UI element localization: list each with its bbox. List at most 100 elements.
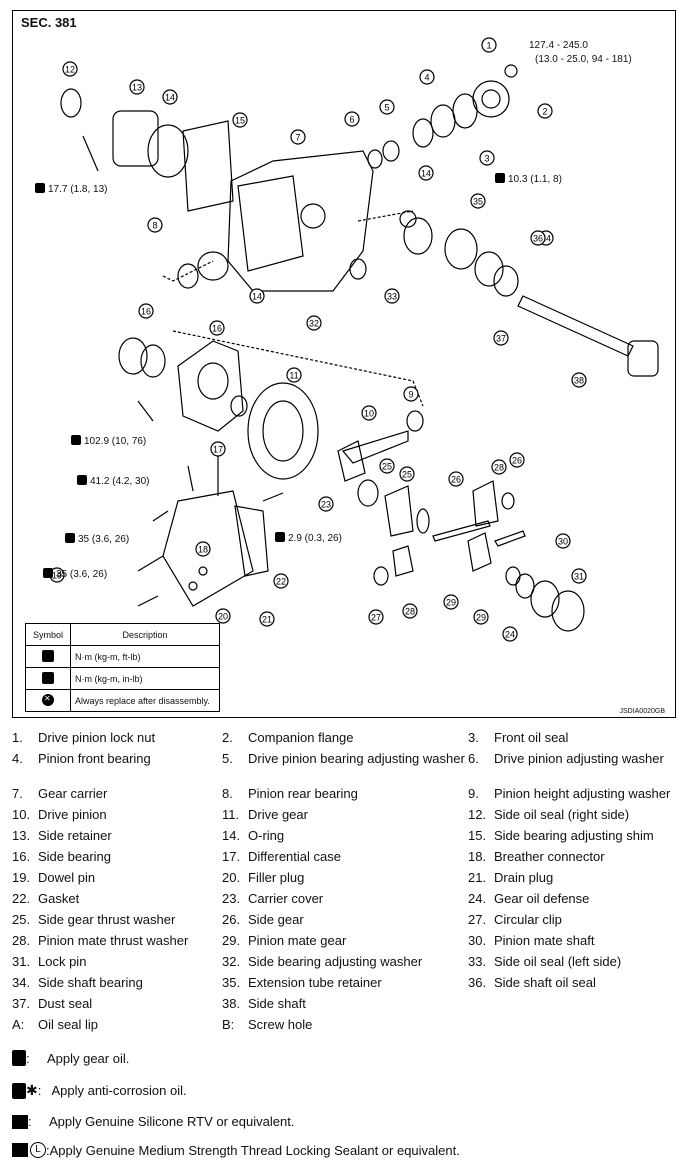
part-number: 4.: [12, 751, 23, 766]
callout-18: 18: [195, 541, 211, 557]
part-number: 29.: [222, 933, 241, 948]
part-entry: 25.Side gear thrust washer: [12, 912, 222, 933]
part-name: Pinion height adjusting washer: [494, 786, 671, 801]
part-number: 13.: [12, 828, 31, 843]
part-number: 28.: [12, 933, 31, 948]
callout-label: 14: [252, 292, 262, 302]
part-name: Side shaft bearing: [38, 975, 143, 990]
callout-label: 38: [574, 376, 584, 386]
part-entry: 9.Pinion height adjusting washer: [468, 786, 676, 807]
torque-spec-1-sub: (13.0 - 25.0, 94 - 181): [535, 54, 632, 65]
part-number: 3.: [468, 730, 479, 745]
callout-label: 9: [408, 390, 413, 400]
part-number: B:: [222, 1017, 235, 1032]
part-entry: 34. Side shaft bearing: [12, 975, 222, 996]
torque-icon: [35, 183, 45, 193]
torque-icon: [77, 475, 87, 485]
part-entry: 10.Drive pinion: [12, 807, 222, 828]
part-name: Oil seal lip: [38, 1017, 98, 1032]
part-entry: 7. Gear carrier: [12, 786, 222, 807]
part-name: Drive gear: [248, 807, 308, 822]
part-entry: 20.Filler plug: [222, 870, 468, 891]
callout-label: 28: [405, 607, 415, 617]
section-title: SEC. 381: [21, 15, 77, 30]
callout-label: 35: [473, 197, 483, 207]
part-name: Side shaft: [248, 996, 306, 1011]
part-number: 34.: [12, 975, 31, 990]
callout-35: 35: [470, 193, 486, 209]
note-anti-corrosion: ✱ : Apply anti-corrosion oil.: [12, 1082, 187, 1099]
callout-28: 28: [491, 459, 507, 475]
part-name: Pinion front bearing: [38, 751, 151, 766]
part-name: Side oil seal (right side): [494, 807, 630, 822]
callout-14: 14: [162, 89, 178, 105]
part-entry: 22.Gasket: [12, 891, 222, 912]
callout-label: 7: [295, 133, 300, 143]
part-entry: 28.Pinion mate thrust washer: [12, 933, 222, 954]
part-number: [468, 1017, 494, 1038]
callout-label: 25: [382, 462, 392, 472]
part-entry: 16.Side bearing: [12, 849, 222, 870]
part-entry: 37.Dust seal: [12, 996, 222, 1017]
star-icon: ✱: [26, 1082, 38, 1098]
part-number: 10.: [12, 807, 31, 822]
callout-label: 36: [533, 234, 543, 244]
part-entry: 12. Side oil seal (right side): [468, 807, 676, 828]
callout-36: 36: [530, 230, 546, 246]
part-entry: 17.Differential case: [222, 849, 468, 870]
note-silicone: : Apply Genuine Silicone RTV or equivale…: [12, 1114, 294, 1129]
part-entry: 13.Side retainer: [12, 828, 222, 849]
part-entry: 23.Carrier cover: [222, 891, 468, 912]
part-number: 7.: [12, 786, 23, 801]
callout-label: 29: [446, 598, 456, 608]
part-entry: 1.Drive pinion lock nut: [12, 730, 222, 751]
torque-spec-35: 10.3 (1.1, 8): [495, 173, 562, 185]
part-entry: 30.Pinion mate shaft: [468, 933, 676, 954]
callout-26: 26: [448, 471, 464, 487]
callout-25: 25: [399, 466, 415, 482]
legend-desc: N·m (kg-m, in-lb): [70, 667, 220, 690]
part-entry: 6.Drive pinion adjusting washer: [468, 751, 676, 786]
part-number: 32.: [222, 954, 241, 969]
part-entry: 38.Side shaft: [222, 996, 468, 1017]
part-name: O-ring: [248, 828, 285, 843]
part-entry: 4. Pinion front bearing: [12, 751, 222, 786]
part-number: 2.: [222, 730, 233, 745]
callout-label: 27: [371, 613, 381, 623]
part-entry: 8.Pinion rear bearing: [222, 786, 468, 807]
callout-16: 16: [209, 320, 225, 336]
callout-25: 25: [379, 458, 395, 474]
callout-5: 5: [379, 99, 395, 115]
part-number: A:: [12, 1017, 25, 1032]
part-number: 36.: [468, 975, 487, 990]
part-number: 21.: [468, 870, 487, 885]
part-number: 20.: [222, 870, 241, 885]
part-entry: 18.Breather connector: [468, 849, 676, 870]
part-number: 8.: [222, 786, 233, 801]
part-name: Drive pinion bearing adjusting washer: [248, 751, 465, 766]
part-entry: 33.Side oil seal (left side): [468, 954, 676, 975]
part-entry: B:Screw hole: [222, 1017, 468, 1038]
gear-carrier-shape: [227, 150, 374, 292]
callout-label: 31: [574, 572, 584, 582]
part-name: Lock pin: [38, 954, 87, 969]
part-name: [494, 1017, 676, 1038]
part-name: Side oil seal (left side): [494, 954, 622, 969]
callout-label: 1: [486, 41, 491, 51]
legend-header-symbol: Symbol: [25, 623, 71, 646]
callout-30: 30: [555, 533, 571, 549]
callout-8: 8: [147, 217, 163, 233]
callout-38: 38: [571, 372, 587, 388]
callout-29: 29: [473, 609, 489, 625]
part-name: Gear oil defense: [494, 891, 590, 906]
part-number: 35.: [222, 975, 241, 990]
callout-37: 37: [493, 330, 509, 346]
part-number: 17.: [222, 849, 241, 864]
note-gear-oil: : Apply gear oil.: [12, 1050, 129, 1066]
part-name: Gear carrier: [38, 786, 108, 801]
part-number: 12.: [468, 807, 487, 822]
silicone-icon: [12, 1114, 28, 1129]
